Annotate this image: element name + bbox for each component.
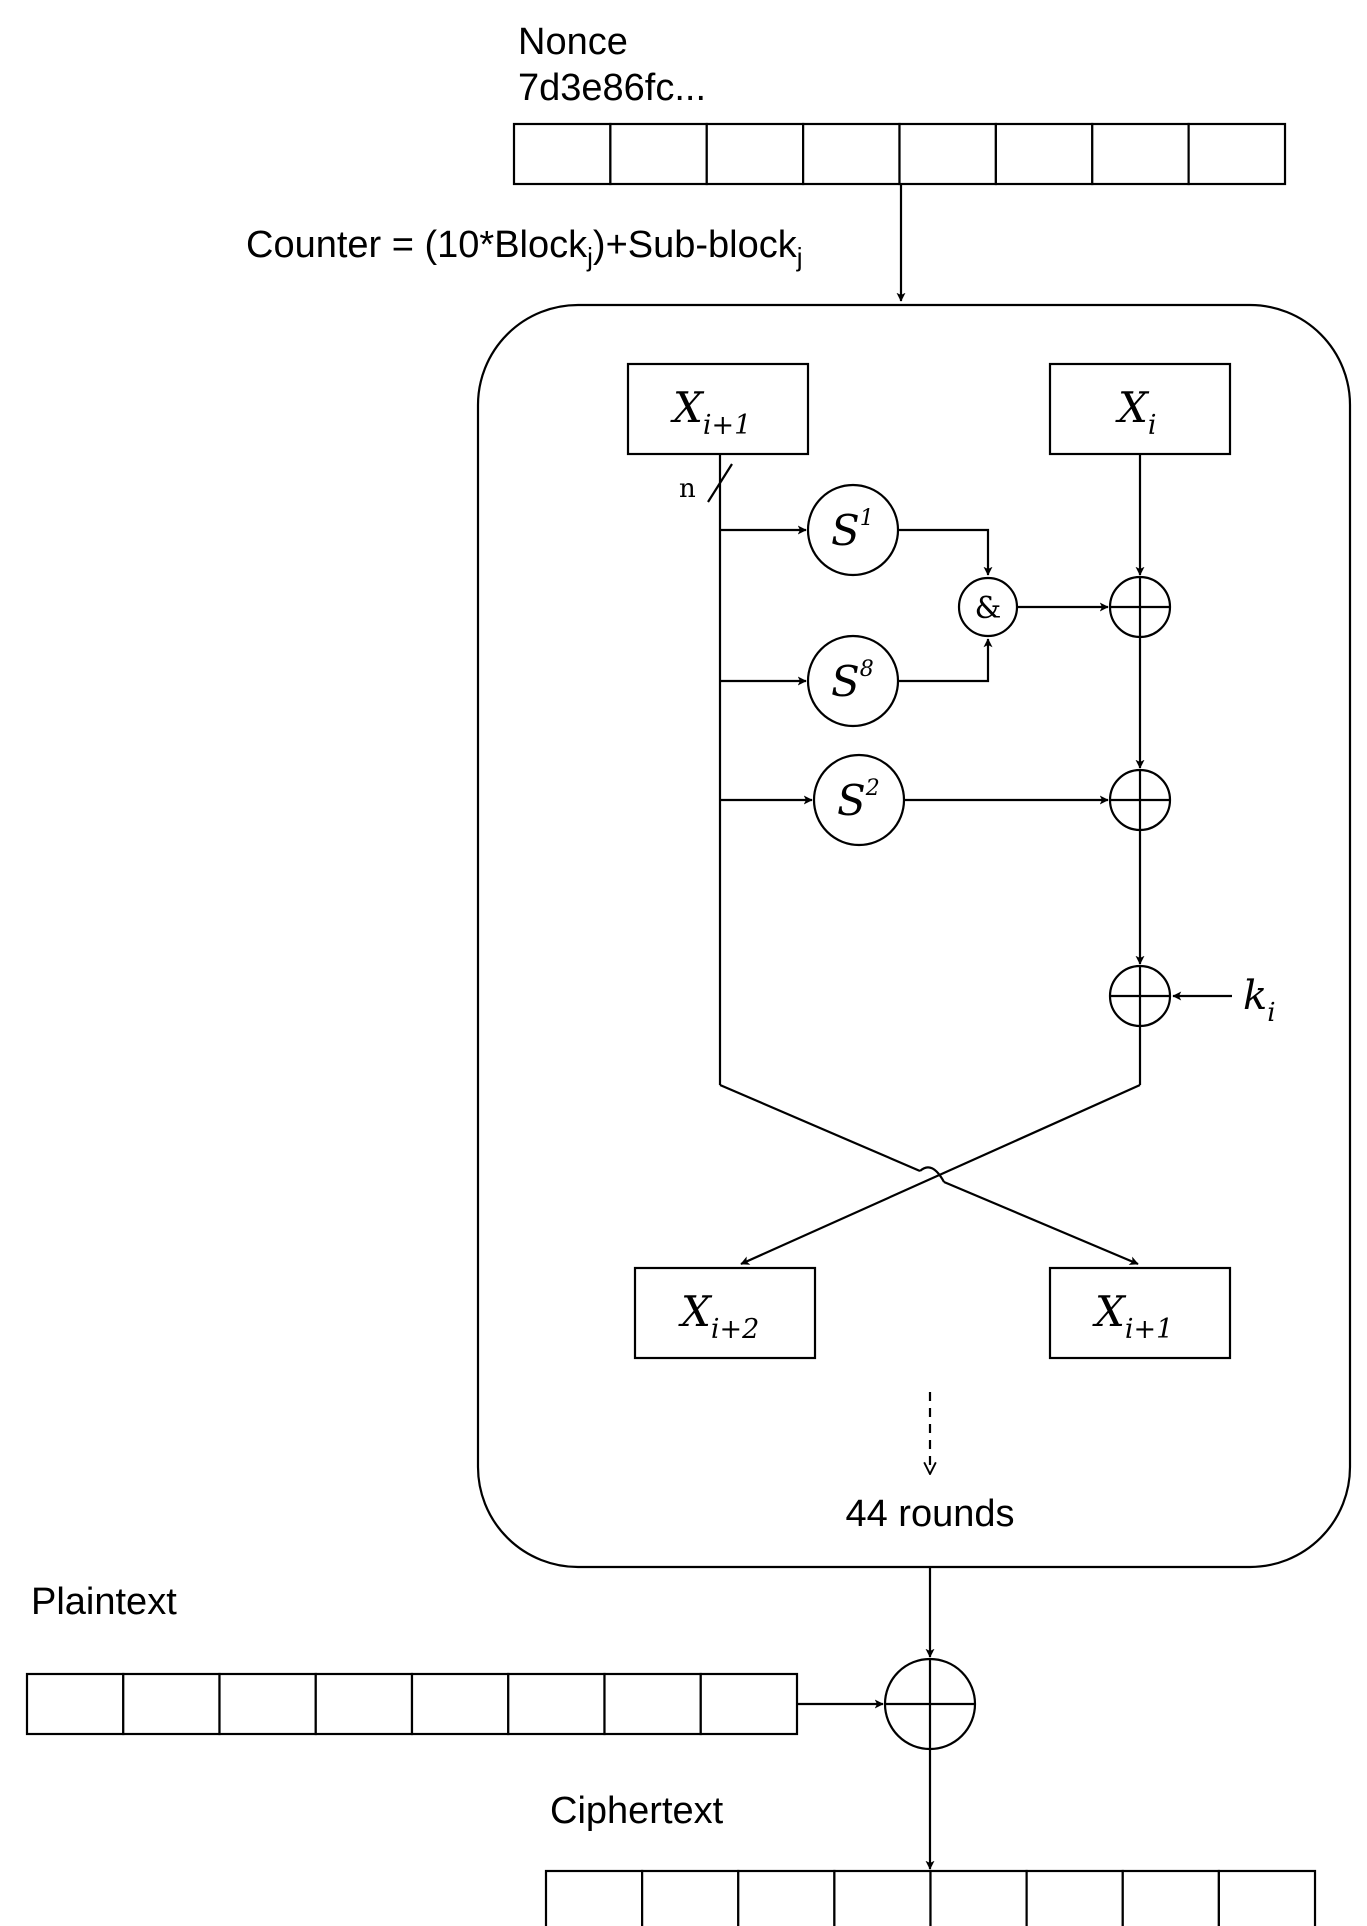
plaintext-cell-4 [314,1672,414,1736]
xor-node-2 [1108,768,1172,832]
s8-label: S8 [831,657,874,706]
nonce-label: Nonce [518,21,628,63]
x-out-right-label: Xi+1 [1092,1287,1173,1345]
nonce-value: 7d3e86fc... [518,67,706,109]
plaintext-register [25,1672,799,1736]
ciphertext-cell-2 [641,1869,740,1926]
counter-prefix: Counter = (10*Block [246,224,588,266]
ciphertext-cell-5 [929,1869,1028,1926]
counter-label: Counter = (10*Blockj)+Sub-blockj [246,224,803,272]
cross-to-x-out-right-arrow [943,1180,1139,1266]
plaintext-cell-7 [603,1672,702,1736]
s1-label: S1 [831,506,874,555]
plaintext-cell-8 [699,1672,799,1736]
ciphertext-register [544,1869,1317,1926]
plaintext-cell-1 [25,1672,125,1736]
s1-to-and-arrow [898,528,993,576]
round-function-box [476,303,1352,1569]
ciphertext-cell-1 [544,1869,644,1926]
nonce-cell-7 [1091,122,1190,186]
x-out-right-box [1048,1266,1232,1360]
x-out-left-label: Xi+2 [678,1287,759,1345]
xor-node-3 [1108,964,1172,1028]
ciphertext-cell-3 [737,1869,836,1926]
plaintext-cell-2 [122,1672,221,1736]
s8-to-and-arrow [898,638,993,683]
x-next-input-box [626,362,810,456]
ciphertext-cell-8 [1217,1869,1317,1926]
nonce-cell-8 [1187,122,1287,186]
x-out-left-box [633,1266,817,1360]
nonce-cell-5 [898,122,997,186]
nonce-cell-2 [609,122,708,186]
ciphertext-cell-7 [1121,1869,1220,1926]
crossover-hop [919,1166,945,1183]
ciphertext-cell-4 [833,1869,932,1926]
nonce-cell-3 [705,122,805,186]
xor-node-1 [1108,575,1172,639]
counter-subscript-1: j [586,242,593,272]
counter-subscript-2: j [796,242,803,272]
plaintext-label: Plaintext [31,1581,177,1623]
plaintext-cell-6 [507,1672,606,1736]
nonce-cell-6 [994,122,1094,186]
cross-to-x-out-left-arrow [740,1083,1141,1266]
x-curr-input-box [1048,362,1232,456]
nonce-cell-4 [802,122,901,186]
cross-line-left-upper [719,1083,921,1173]
counter-middle: )+Sub-block [593,224,798,266]
and-label: & [975,591,1002,626]
x-curr-input-label: Xi [1115,383,1157,441]
rounds-label: 44 rounds [845,1493,1014,1535]
nonce-cell-1 [512,122,612,186]
nonce-register [512,122,1287,186]
x-next-input-label: Xi+1 [670,383,751,441]
final-xor-node [883,1657,977,1751]
key-label: ki [1243,973,1276,1028]
ciphertext-cell-6 [1025,1869,1124,1926]
plaintext-cell-3 [218,1672,317,1736]
ciphertext-label: Ciphertext [550,1790,724,1832]
bus-width-label: n [679,474,696,504]
bus-width-slash [707,463,733,503]
plaintext-cell-5 [410,1672,510,1736]
s2-label: S2 [837,776,880,825]
